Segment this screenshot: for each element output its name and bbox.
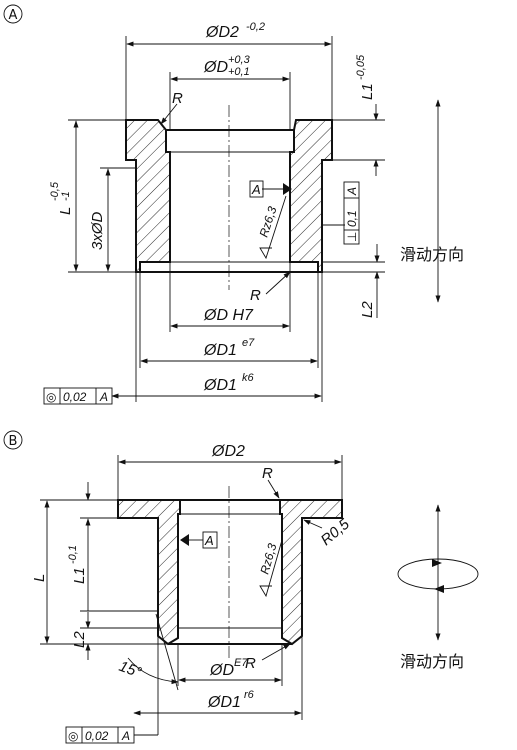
view-a-d1-label: ØD1 — [203, 342, 237, 359]
view-b-radius-bottom: R — [245, 655, 256, 672]
view-b-l2-label: L2 — [71, 631, 88, 648]
view-b-datum-triangle — [180, 534, 189, 546]
view-a-perp-value: 0,1 — [345, 210, 359, 227]
view-a-roughness-symbol — [259, 195, 287, 260]
view-b-angle-line — [155, 613, 179, 691]
view-b-de7-label: ØD — [209, 662, 234, 679]
view-a-d-tol-upper: +0,3 — [228, 54, 251, 66]
view-a-l-label: L — [57, 207, 74, 215]
view-a-body-outline-left — [125, 119, 171, 273]
view-a-datum-label: A — [251, 182, 261, 197]
view-a-marker: A — [9, 8, 18, 23]
view-b-radius-top-leader — [267, 479, 280, 499]
view-a-dh7-label: ØD H7 — [203, 307, 254, 324]
view-b-r05-leader — [303, 519, 323, 529]
view-a-perp-frame — [343, 181, 360, 245]
view-a-l-tol-lower: -1 — [60, 191, 72, 201]
view-b-rotation-arrow2 — [434, 585, 444, 593]
view-a-datum-box — [249, 180, 264, 198]
view-a-conc-datum: A — [99, 390, 108, 404]
view-a-holes-label: 3xØD — [89, 211, 106, 250]
view-a-l1-label: L1 — [359, 83, 376, 100]
view-a-l1-tol: -0,05 — [355, 54, 367, 80]
view-b-conc-datum: A — [121, 729, 130, 743]
view-a-d1k-label: ØD1 — [203, 377, 237, 394]
view-b-radius-top: R — [262, 465, 273, 482]
view-b-de7-tol: E7 — [234, 657, 248, 669]
view-b-l1-tol: -0,1 — [67, 545, 79, 564]
view-a-conc-frame — [43, 387, 113, 405]
view-b-l1-label: L1 — [71, 567, 88, 584]
view-b-marker-circle — [3, 430, 23, 450]
view-a-d2-label: ØD2 — [205, 24, 239, 41]
view-b-left-wall — [118, 500, 180, 644]
view-a-datum-triangle — [283, 183, 292, 195]
view-b-conc-symbol: ◎ — [68, 729, 78, 743]
view-a-perp-symbol: ⊥ — [345, 232, 359, 242]
view-a-radius-bottom-leader — [265, 271, 291, 295]
view-b-angle: 15° — [117, 658, 144, 682]
view-b: B ØD2 R R0,5 L — [3, 430, 479, 744]
view-a-conc-symbol: ◎ — [46, 390, 56, 404]
view-a-direction-label: 滑动方向 — [400, 245, 464, 264]
view-a: A ØD2 -0,2 ØD +0,3 +0,1 R L1 — [3, 4, 464, 405]
view-a-right-wall — [290, 120, 332, 272]
view-a-radius-bottom: R — [250, 287, 261, 304]
view-a-body-outline-right — [289, 119, 333, 273]
view-b-d1-label: ØD1 — [207, 694, 241, 711]
view-a-roughness: Rz6,3 — [257, 204, 280, 238]
view-b-right-wall — [280, 500, 342, 644]
view-b-direction-label: 滑动方向 — [400, 652, 464, 671]
view-b-marker: B — [9, 434, 18, 449]
view-a-d-label: ØD — [203, 59, 228, 76]
view-b-angle-arc — [127, 657, 179, 685]
view-a-d-tol-lower: +0,1 — [228, 66, 250, 78]
view-a-l-tol-upper: -0,5 — [49, 181, 61, 201]
view-b-r05: R0,5 — [318, 515, 354, 549]
view-a-perp-datum: A — [345, 187, 359, 196]
view-b-roughness-symbol — [259, 539, 283, 598]
view-b-datum-label: A — [204, 533, 214, 548]
view-a-l2-label: L2 — [359, 301, 376, 318]
view-a-d1-tol: e7 — [242, 337, 255, 349]
view-b-l-label: L — [31, 574, 48, 582]
view-a-d1k-tol: k6 — [242, 372, 255, 384]
view-a-conc-value: 0,02 — [63, 390, 87, 404]
view-a-left-wall — [126, 120, 170, 272]
view-b-radius-bottom-leader — [261, 643, 291, 661]
view-b-rotation-arrow — [432, 559, 442, 567]
view-a-radius-top: R — [172, 90, 183, 107]
view-b-outline-left — [117, 499, 181, 646]
view-b-conc-value: 0,02 — [85, 729, 109, 743]
view-a-radius-top-leader — [160, 103, 178, 125]
view-a-d2-tol: -0,2 — [246, 21, 265, 33]
view-b-d2-label: ØD2 — [211, 443, 245, 460]
view-a-marker-circle — [3, 4, 23, 24]
view-b-d1-tol: r6 — [244, 689, 255, 701]
view-b-datum-box — [202, 531, 218, 549]
